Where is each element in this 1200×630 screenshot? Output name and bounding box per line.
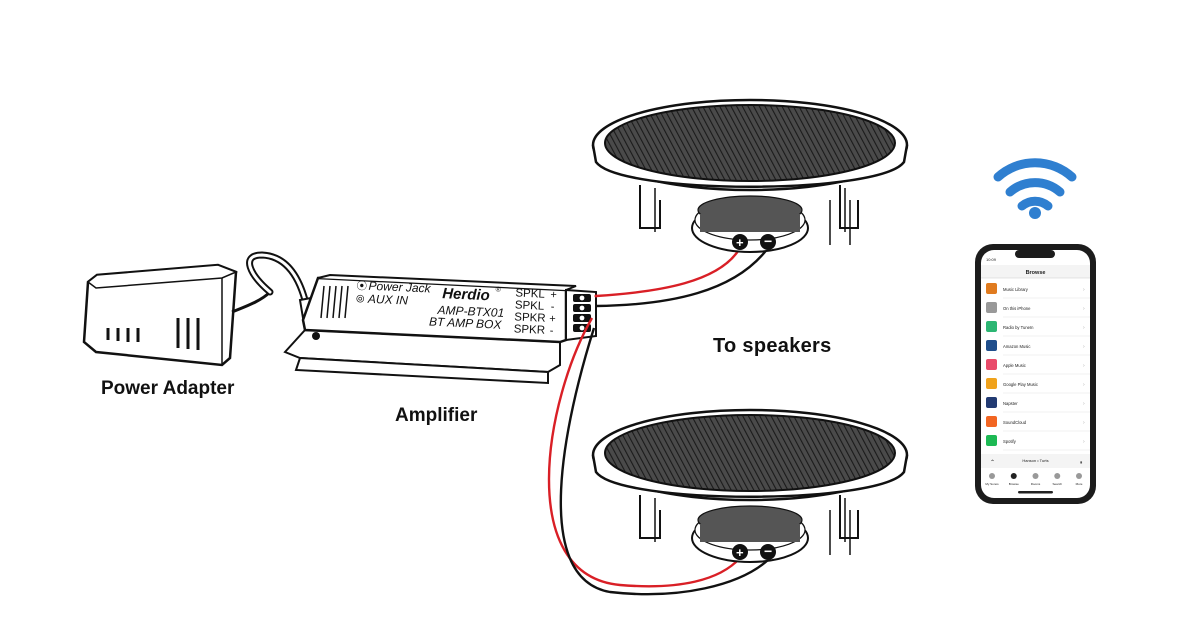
- plus-terminal-icon: +: [736, 545, 744, 560]
- phone-list-item-label: SoundCloud: [1003, 420, 1027, 425]
- chevron-right-icon: ›: [1083, 401, 1085, 407]
- chevron-right-icon: ›: [1083, 306, 1085, 312]
- phone-tab[interactable]: Search: [1052, 482, 1062, 486]
- phone-list-item[interactable]: Music Library ›: [986, 283, 1090, 299]
- amplifier-box: [283, 273, 597, 385]
- amp-model: AMP-BTX01: [436, 303, 504, 320]
- phone-list-item[interactable]: SoundCloud ›: [986, 416, 1090, 432]
- wifi-icon: [993, 158, 1077, 219]
- chevron-right-icon: ›: [1083, 363, 1085, 369]
- registered-mark: ®: [495, 286, 501, 294]
- aux-jack-icon: ⦾: [356, 293, 366, 305]
- chevron-right-icon: ›: [1083, 420, 1085, 426]
- service-icon: [986, 283, 997, 294]
- port-sign: -: [551, 301, 556, 313]
- plus-terminal-icon: +: [736, 235, 744, 250]
- phone-tab[interactable]: Rooms: [1031, 482, 1041, 486]
- port-label: SPKL: [515, 299, 546, 312]
- power-adapter-label: Power Adapter: [101, 378, 235, 399]
- service-icon: [986, 321, 997, 332]
- tab-icon[interactable]: [1076, 473, 1082, 479]
- chevron-right-icon: ›: [1083, 439, 1085, 445]
- phone-list-item[interactable]: On this iPhone ›: [986, 302, 1090, 318]
- amp-power-jack-label: Power Jack: [368, 279, 432, 296]
- port-label: SPKR: [514, 311, 546, 324]
- phone-list-item[interactable]: Radio by TuneIn ›: [986, 321, 1090, 337]
- phone-list-item-label: Music Library: [1003, 287, 1029, 292]
- chevron-right-icon: ›: [1083, 344, 1085, 350]
- chevron-right-icon: ›: [1083, 287, 1085, 293]
- phone-list-item-label: Napster: [1003, 401, 1018, 406]
- minus-terminal-icon: −: [764, 233, 772, 249]
- phone-tab[interactable]: More: [1076, 482, 1083, 486]
- chevron-up-icon: ⌃: [990, 459, 995, 466]
- phone-list-item-label: Google Play Music: [1003, 382, 1038, 387]
- speaker-top: + −: [591, 98, 909, 253]
- phone-tab[interactable]: My Sonos: [985, 482, 999, 486]
- power-jack-icon: ⦿: [356, 280, 367, 292]
- service-icon: [986, 302, 997, 313]
- phone-list-item[interactable]: Amazon Music ›: [986, 340, 1090, 356]
- speaker-wires: [547, 247, 769, 596]
- phone-list-item-label: Spotify: [1003, 439, 1017, 444]
- tab-icon[interactable]: [1010, 473, 1017, 479]
- minus-terminal-icon: −: [764, 543, 772, 559]
- service-icon: [986, 359, 997, 370]
- amplifier-label: Amplifier: [395, 405, 478, 426]
- amp-aux-in-label: AUX IN: [367, 292, 409, 308]
- service-icon: [986, 397, 997, 408]
- service-icon: [986, 378, 997, 389]
- chevron-right-icon: ›: [1083, 325, 1085, 331]
- phone-list-item-label: On this iPhone: [1003, 306, 1031, 311]
- phone-list-item-label: Radio by TuneIn: [1003, 325, 1034, 330]
- service-icon: [986, 340, 997, 351]
- phone-list-item-label: Amazon Music: [1003, 344, 1030, 349]
- chevron-right-icon: ›: [1083, 382, 1085, 388]
- port-label: SPKR: [513, 323, 545, 336]
- svg-text:10:09: 10:09: [986, 257, 997, 262]
- port-sign: +: [550, 289, 557, 301]
- phone-list-item[interactable]: Spotify ›: [986, 435, 1090, 451]
- phone-list-item[interactable]: Napster ›: [986, 397, 1090, 413]
- smartphone: 10:09 Browse Music Library›On this iPhon…: [975, 244, 1096, 504]
- amp-box-label: BT AMP BOX: [429, 315, 503, 332]
- pause-icon: ⏸: [1080, 460, 1083, 466]
- service-icon: [986, 416, 997, 427]
- phone-list-item[interactable]: Apple Music ›: [986, 359, 1090, 375]
- to-speakers-label: To speakers: [713, 335, 832, 357]
- now-playing: Hanson • Turts: [1022, 458, 1048, 463]
- speaker-bottom: + −: [591, 408, 909, 563]
- phone-list-item[interactable]: Google Play Music ›: [986, 378, 1090, 394]
- service-icon: [986, 435, 997, 446]
- tab-icon[interactable]: [989, 473, 995, 479]
- phone-header: Browse: [1026, 270, 1046, 276]
- port-sign: -: [549, 325, 554, 337]
- tab-icon[interactable]: [1032, 473, 1039, 479]
- tab-icon[interactable]: [1054, 473, 1061, 479]
- phone-tab[interactable]: Browse: [1009, 482, 1019, 486]
- phone-list-item-label: Apple Music: [1003, 363, 1026, 368]
- amp-brand: Herdio: [442, 285, 490, 304]
- port-label: SPKL: [515, 287, 546, 300]
- port-sign: +: [549, 313, 556, 325]
